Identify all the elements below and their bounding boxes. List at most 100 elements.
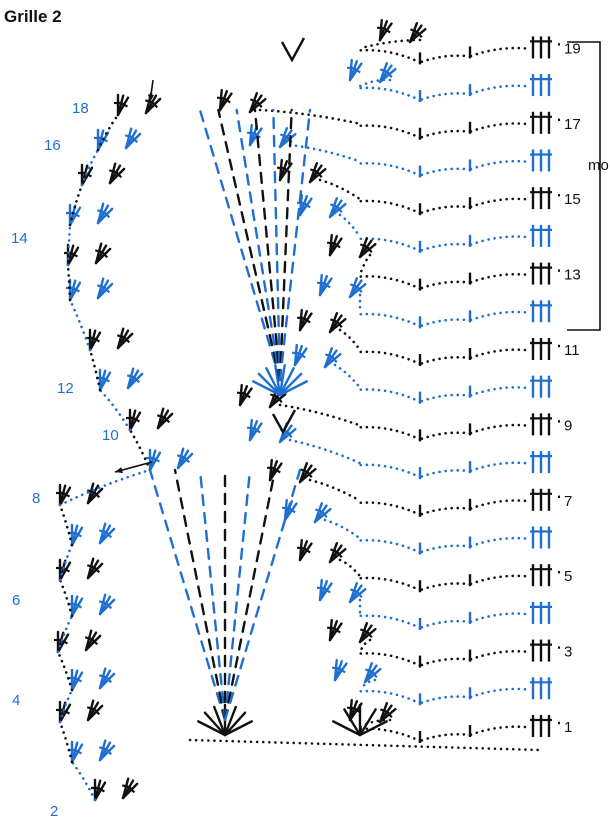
treble-stitch-bar: [300, 469, 308, 472]
chain-stitch: [360, 276, 420, 288]
treble-stitch-bar: [330, 549, 338, 552]
chain-stitch: [420, 206, 470, 213]
chain-stitch: [360, 88, 420, 100]
treble-stitch-bar: [360, 244, 368, 247]
chain-stitch: [360, 616, 420, 628]
treble-stitch-bar: [297, 548, 305, 549]
row-number-left: 2: [50, 803, 58, 820]
chain-stitch: [360, 653, 420, 665]
chain-stitch: [470, 651, 525, 659]
treble-stitch-bar: [410, 29, 418, 32]
chain-stitch: [360, 540, 420, 552]
chain-stitch: [290, 440, 360, 463]
chain-stitch: [420, 320, 470, 327]
chain-stitch: [420, 56, 470, 63]
chain-stitch: [310, 480, 360, 501]
chain-stitch: [340, 215, 360, 237]
fan-spoke: [225, 470, 300, 720]
chain-stitch: [470, 614, 525, 622]
fan-spoke: [225, 470, 275, 720]
fan-spoke: [280, 110, 292, 380]
fan-spoke: [218, 110, 280, 380]
chain-stitch: [100, 390, 130, 430]
chain-stitch: [360, 465, 420, 477]
chain-stitch: [420, 583, 470, 590]
chain-stitch: [470, 689, 525, 697]
treble-stitch-bar: [315, 509, 323, 512]
chain-stitch: [420, 169, 470, 176]
chain-stitch: [320, 180, 360, 199]
chain-stitch: [420, 93, 470, 100]
row-number-left: 4: [12, 692, 20, 709]
treble-stitch-bar: [317, 588, 325, 589]
v-stitch: [273, 410, 295, 432]
treble-stitch-bar: [280, 134, 288, 137]
chain-stitch: [360, 50, 420, 62]
v-stitch: [282, 38, 304, 60]
chain-stitch: [420, 659, 470, 666]
chain-stitch: [360, 255, 370, 275]
row-number-left: 8: [32, 490, 40, 507]
stitch-motif: [54, 20, 600, 800]
row-number-right: 5: [564, 568, 572, 585]
row-number-right: 7: [564, 493, 572, 510]
treble-stitch-bar: [347, 68, 355, 69]
row-number-right: 15: [564, 191, 581, 208]
chain-stitch: [290, 145, 360, 162]
chain-stitch: [190, 740, 540, 750]
chain-stitch: [360, 352, 420, 364]
chain-stitch: [58, 652, 72, 690]
row-number-left: 14: [11, 230, 28, 247]
chain-stitch: [420, 131, 470, 138]
chain-stitch: [340, 330, 360, 350]
chain-stitch: [420, 697, 470, 704]
chain-stitch: [325, 520, 360, 539]
chain-stitch: [420, 621, 470, 628]
treble-stitch-bar: [317, 283, 325, 284]
chain-stitch: [470, 576, 525, 584]
row-number-left: 18: [72, 100, 89, 117]
chain-stitch: [470, 425, 525, 433]
treble-stitch-bar: [247, 133, 255, 134]
chain-stitch: [360, 389, 420, 401]
chain-stitch: [420, 433, 470, 440]
treble-stitch-bar: [292, 353, 300, 354]
row-number-right: 17: [564, 116, 581, 133]
chain-stitch: [420, 546, 470, 553]
chain-stitch: [60, 580, 72, 616]
treble-stitch-bar: [297, 318, 305, 319]
treble-stitch-bar: [250, 99, 258, 102]
chain-stitch: [360, 427, 420, 439]
chain-stitch: [60, 722, 72, 762]
treble-stitch-bar: [237, 393, 245, 394]
treble-stitch-bar: [330, 319, 338, 322]
chain-stitch: [470, 199, 525, 207]
chain-stitch: [470, 161, 525, 169]
treble-stitch-bar: [330, 204, 338, 207]
row-number-right: 11: [564, 342, 580, 359]
treble-stitch-bar: [380, 69, 388, 72]
treble-stitch-bar: [332, 668, 340, 669]
treble-stitch-bar: [327, 243, 335, 244]
treble-stitch-bar: [327, 628, 335, 629]
treble-stitch-bar: [270, 394, 278, 397]
chain-stitch: [470, 350, 525, 358]
fan-spoke: [150, 470, 225, 720]
chart-title: Grille 2: [4, 7, 62, 26]
treble-stitch-bar: [377, 28, 385, 29]
chain-stitch: [470, 538, 525, 546]
chain-stitch: [420, 734, 470, 741]
fan-spoke: [237, 110, 280, 380]
chain-stitch: [360, 578, 420, 590]
row-number-left: 10: [102, 427, 119, 444]
chain-stitch: [82, 150, 98, 185]
row-number-right: 9: [564, 417, 572, 434]
treble-stitch-bar: [350, 589, 358, 592]
chain-stitch: [470, 463, 525, 471]
fan-spoke: [175, 470, 225, 720]
fan-spoke: [280, 110, 310, 380]
treble-stitch-bar: [325, 354, 333, 357]
chain-stitch: [60, 470, 150, 505]
chain-stitch: [470, 312, 525, 320]
